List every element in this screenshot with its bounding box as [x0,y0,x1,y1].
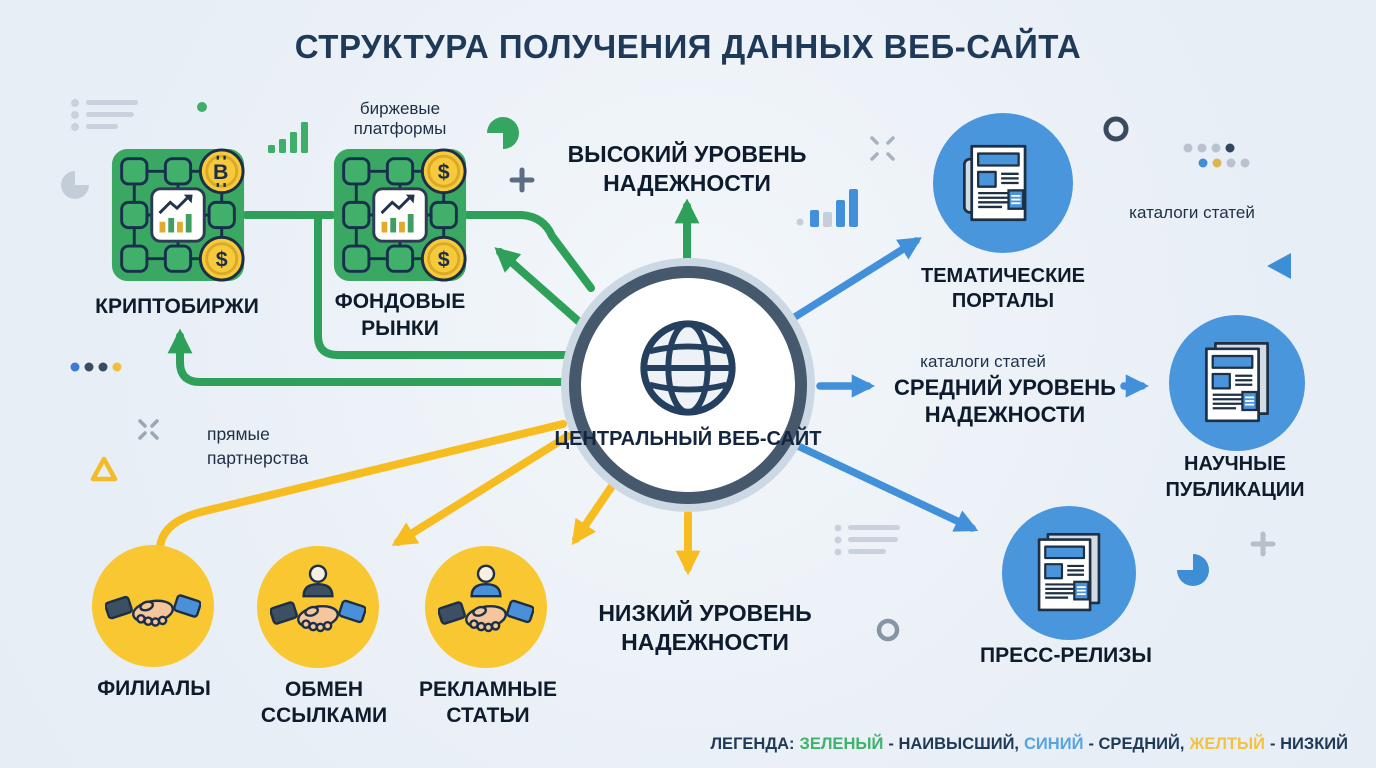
dollar-coin-icon: $ [420,148,467,195]
high-reliability-label: ВЫСОКИЙ УРОВЕНЬ НАДЕЖНОСТИ [567,141,807,196]
stock-market-node: $ $ [332,147,468,283]
chart-tile-icon [372,187,428,243]
link-exchange-node [257,546,379,668]
advertising-articles-label: РЕКЛАМНЫЕ СТАТЬИ [419,678,557,727]
network-grid-icon: B $ [111,148,245,282]
central-website-node: ЦЕНТРАЛЬНЫЙ ВЕБ-САЙТ [554,258,822,512]
crypto-exchange-label: КРИПТОБИРЖИ [95,295,259,318]
press-releases-label: ПРЕСС-РЕЛИЗЫ [980,644,1152,667]
svg-text:$: $ [438,247,450,271]
link-exchange-label: ОБМЕН ССЫЛКАМИ [260,678,388,727]
green-connectors [167,198,700,386]
plus-icon [509,167,535,193]
legend: ЛЕГЕНДА: ЗЕЛЕНЫЙ - НАИВЫСШИЙ, СИНИЙ - СР… [710,735,1348,754]
page-title: СТРУКТУРА ПОЛУЧЕНИЯ ДАННЫХ ВЕБ-САЙТА [294,28,1082,65]
handshake-icon [105,594,201,627]
pie-chart-icon [487,117,519,149]
chart-tile-icon [150,187,206,243]
central-website-label: ЦЕНТРАЛЬНЫЙ ВЕБ-САЙТ [554,428,822,450]
legend-prefix: ЛЕГЕНДА: [710,735,795,753]
pie-chart-icon [1177,554,1209,586]
press-releases-node [1002,506,1136,640]
legend-yellow-desc: - НИЗКИЙ [1270,735,1348,753]
legend-green-word: ЗЕЛЕНЫЙ [799,735,884,753]
decorations [61,99,1291,642]
ring-icon [1103,116,1129,142]
exchange-platforms-annotation: биржевые платформы [353,99,447,138]
direct-partnerships-annotation: прямые партнерства [207,424,309,468]
scientific-publications-label: НАУЧНЫЕ ПУБЛИКАЦИИ [1165,453,1305,501]
svg-text:B: B [213,160,228,184]
bitcoin-coin-icon: B [198,148,245,195]
bar-chart-icon [268,122,308,153]
triangle-icon [90,456,118,482]
dots-grid-icon [1183,143,1250,168]
edge-branch-center [314,215,576,359]
scientific-publications-node [1169,315,1305,451]
blue-connectors [786,237,1149,532]
arrow-center-portals [786,237,922,324]
thematic-portals-label: ТЕМАТИЧЕСКИЕ ПОРТАЛЫ [920,265,1086,312]
dots-row-icon [70,362,122,372]
thematic-portals-node [933,113,1073,253]
dollar-coin-icon: $ [420,235,467,282]
advertising-articles-node [425,546,547,668]
low-reliability-label: НИЗКИЙ УРОВЕНЬ НАДЕЖНОСТИ [598,600,812,655]
trend-chart-icon [380,194,415,233]
legend-green-desc: - НАИВЫСШИЙ, [888,735,1020,753]
handshake-person-icon [270,564,366,633]
bar-chart-icon [796,189,858,227]
document-icon [1205,342,1269,423]
pie-chart-icon [61,171,89,199]
affiliates-label: ФИЛИАЛЫ [97,677,211,700]
legend-yellow-word: ЖЕЛТЫЙ [1189,735,1266,753]
legend-blue-desc: - СРЕДНИЙ, [1088,735,1185,753]
arrow-center-crypto [167,328,572,386]
plus-icon [1250,531,1276,557]
legend-blue-word: СИНИЙ [1024,735,1084,753]
medium-reliability-label: СРЕДНИЙ УРОВЕНЬ НАДЕЖНОСТИ [894,375,1116,427]
document-icon [1037,532,1101,612]
list-icon [834,524,900,556]
globe-icon [640,320,736,416]
sparkle-icon [870,136,895,161]
yellow-connectors [156,420,701,576]
crypto-exchange-node: B $ [110,147,246,283]
sparkle-icon [138,419,159,440]
arrow-center-press [794,442,979,532]
central-website-ring: ЦЕНТРАЛЬНЫЙ ВЕБ-САЙТ [554,266,822,504]
svg-text:$: $ [216,247,228,271]
arrow-center-stock [494,247,589,331]
edge-stock-center [462,211,595,292]
arrow-center-ads [571,482,616,546]
ring-icon [876,618,900,642]
article-catalogs-annotation: каталоги статей [920,352,1046,371]
trend-chart-icon [158,194,193,233]
affiliates-node [92,545,214,667]
triangle-icon [1267,253,1291,279]
network-grid-icon: $ $ [333,148,467,282]
article-catalogs-annotation: каталоги статей [1129,203,1255,222]
handshake-person-icon [438,564,534,633]
dollar-coin-icon: $ [198,235,245,282]
green-dot-icon [197,102,207,112]
list-icon [71,99,138,131]
newspaper-icon [962,144,1027,222]
edge-center-affiliates [156,420,567,552]
stock-market-label: ФОНДОВЫЕ РЫНКИ [334,290,466,340]
svg-text:$: $ [438,160,450,184]
arrow-center-links [391,432,572,546]
